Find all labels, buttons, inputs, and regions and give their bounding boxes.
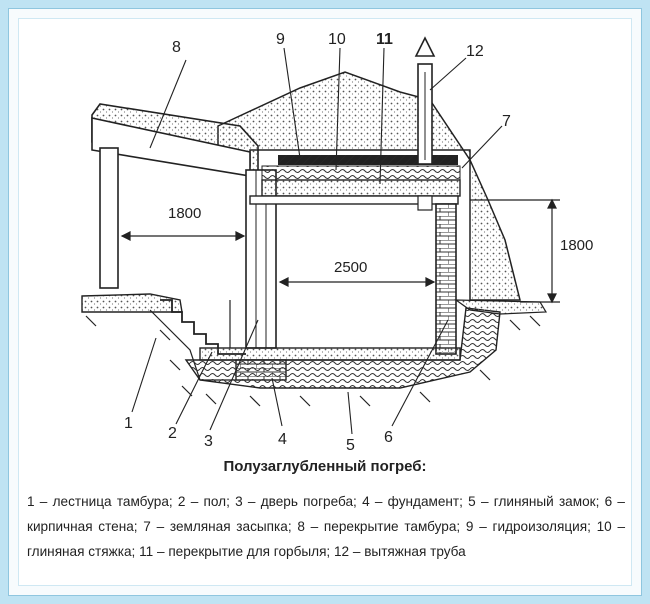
dim-label-cellar: 2500	[334, 259, 367, 276]
floor	[199, 347, 461, 361]
callout-9: 9	[276, 31, 285, 48]
dim-label-outer: 1800	[560, 237, 593, 254]
callout-12: 12	[466, 43, 484, 60]
clay-screed-layer	[261, 165, 461, 181]
callout-7: 7	[502, 113, 511, 130]
callout-10: 10	[328, 31, 346, 48]
callout-6: 6	[384, 429, 393, 446]
dim-label-vestibule: 1800	[168, 205, 201, 222]
ground-left	[81, 293, 183, 313]
callout-3: 3	[204, 433, 213, 450]
callout-1: 1	[124, 415, 133, 432]
vestibule-post-left	[99, 147, 119, 289]
vestibule-stairs	[160, 299, 246, 355]
legend-text: 1 – лестница тамбура; 2 – пол; 3 – дверь…	[27, 494, 625, 559]
callout-5: 5	[346, 437, 355, 454]
figure-caption: Полузаглубленный погреб:	[223, 458, 427, 475]
callout-4: 4	[278, 431, 287, 448]
callout-8: 8	[172, 39, 181, 56]
vent-arrow-icon	[414, 36, 436, 57]
brick-wall	[435, 203, 457, 355]
figure-legend: 1 – лестница тамбура; 2 – пол; 3 – дверь…	[27, 489, 625, 564]
ceiling-slab	[261, 179, 461, 197]
ground-hatching	[85, 315, 541, 407]
callout-2: 2	[168, 425, 177, 442]
callout-11: 11	[376, 31, 393, 48]
